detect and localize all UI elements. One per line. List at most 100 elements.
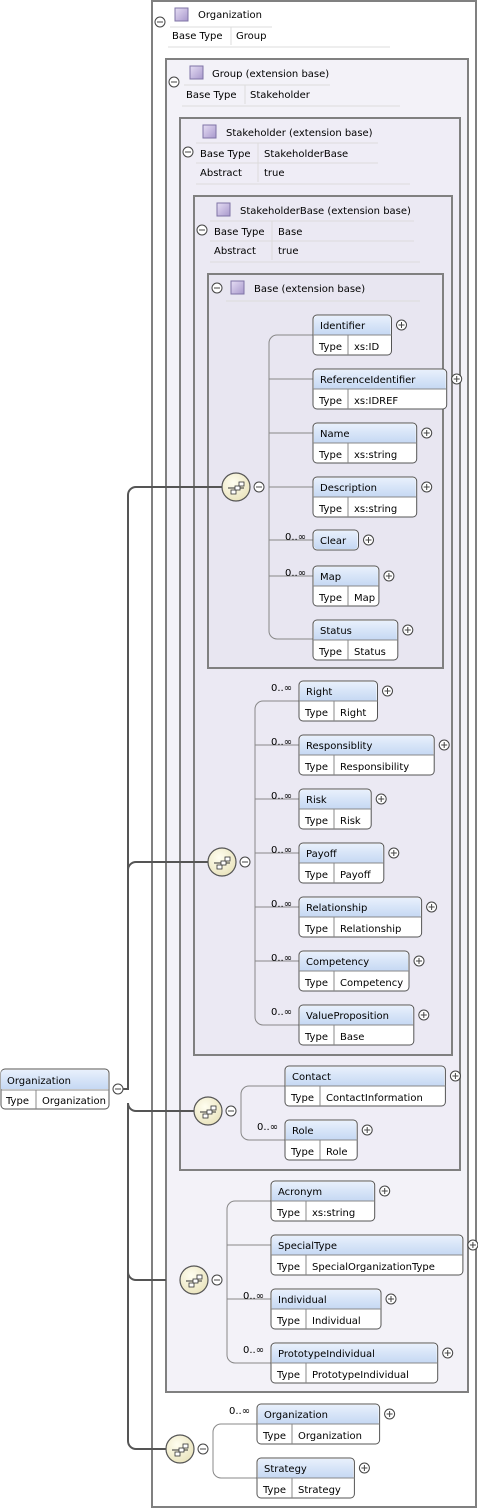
root-element-name: Organization xyxy=(7,1076,71,1087)
type-value: PrototypeIndividual xyxy=(312,1370,409,1381)
type-value: Organization xyxy=(298,1431,362,1442)
element-name: Strategy xyxy=(264,1464,307,1475)
type-label: Type xyxy=(276,1262,300,1273)
element-name[interactable]: Type xs:string Name xyxy=(312,422,433,464)
type-value: ContactInformation xyxy=(326,1093,423,1104)
type-value: xs:string xyxy=(354,504,397,515)
type-label: Type xyxy=(262,1431,286,1442)
sequence-compositor-group[interactable] xyxy=(179,1265,223,1295)
element-name: Right xyxy=(306,687,332,698)
type-value: xs:IDREF xyxy=(354,396,398,407)
occurrence-label: 0..∞ xyxy=(243,1345,264,1356)
sequence-compositor-stakeholder[interactable] xyxy=(193,1096,237,1126)
element-name: ReferenceIdentifier xyxy=(320,375,416,386)
occurrence-label: 0..∞ xyxy=(271,737,292,748)
element-name: SpecialType xyxy=(278,1241,337,1252)
element-name: PrototypeIndividual xyxy=(278,1349,375,1360)
base-frame-header: Base (extension base) xyxy=(211,280,420,302)
type-value: Map xyxy=(354,593,375,604)
sequence-compositor-base[interactable] xyxy=(221,472,265,502)
occurrence-label: 0..∞ xyxy=(271,791,292,802)
element-name: Identifier xyxy=(320,321,366,332)
base-type-value: Group xyxy=(236,31,266,42)
occurrence-label: 0..∞ xyxy=(271,899,292,910)
abstract-value: true xyxy=(278,246,299,257)
element-name: Relationship xyxy=(306,903,367,914)
stakeholder-frame-header: Stakeholder (extension base) Base Type S… xyxy=(182,124,410,185)
type-label: Type xyxy=(304,978,328,989)
base-type-label: Base Type xyxy=(200,149,251,160)
occurrence-label: 0..∞ xyxy=(271,953,292,964)
element-name: Responsiblity xyxy=(306,741,372,752)
element-name: ValueProposition xyxy=(306,1011,389,1022)
type-value: xs:ID xyxy=(354,342,379,353)
type-value: Responsibility xyxy=(340,762,409,773)
occurrence-label: 0..∞ xyxy=(271,683,292,694)
type-label: Type xyxy=(318,396,342,407)
element-name: Name xyxy=(320,429,350,440)
type-value: Risk xyxy=(340,816,361,827)
connector-line xyxy=(123,486,222,1090)
occurrence-label: 0..∞ xyxy=(243,1291,264,1302)
root-element-organization[interactable]: Organization Type Organization xyxy=(0,1068,124,1110)
element-name: Competency xyxy=(306,957,369,968)
type-value: xs:string xyxy=(354,450,397,461)
base-type-label: Base Type xyxy=(186,90,237,101)
type-label: Type xyxy=(318,647,342,658)
group-name: Group (extension base) xyxy=(212,69,329,80)
element-name: Organization xyxy=(264,1410,328,1421)
type-label: Type xyxy=(290,1147,314,1158)
occurrence-label: 0..∞ xyxy=(229,1406,250,1417)
type-label: Type xyxy=(304,708,328,719)
type-value: SpecialOrganizationType xyxy=(312,1262,435,1273)
element-name: Risk xyxy=(306,795,327,806)
base-type-label: Base Type xyxy=(214,227,265,238)
complex-type-name: Organization xyxy=(198,10,262,21)
type-label: Type xyxy=(304,762,328,773)
type-label: Type xyxy=(318,450,342,461)
element-name: Description xyxy=(320,483,377,494)
occurrence-label: 0..∞ xyxy=(271,845,292,856)
base-type-value: Base xyxy=(278,227,302,238)
element-referenceidentifier[interactable]: Type xs:IDREF ReferenceIdentifier xyxy=(312,368,463,410)
type-label: Type xyxy=(318,504,342,515)
stakeholder-name: Stakeholder (extension base) xyxy=(226,128,373,139)
root-type-value: Organization xyxy=(42,1096,106,1107)
element-responsiblity[interactable]: Type Responsibility Responsiblity 0..∞ xyxy=(271,734,450,776)
type-label: Type xyxy=(304,816,328,827)
occurrence-label: 0..∞ xyxy=(285,568,306,579)
connector-line xyxy=(127,861,208,871)
type-value: Base xyxy=(340,1032,364,1043)
type-label: Type xyxy=(276,1370,300,1381)
base-name: Base (extension base) xyxy=(254,284,365,295)
root-type-label: Type xyxy=(5,1096,29,1107)
type-label: Type xyxy=(276,1208,300,1219)
abstract-label: Abstract xyxy=(200,168,242,179)
stakeholderbase-frame-header: StakeholderBase (extension base) Base Ty… xyxy=(196,202,420,263)
element-name: Map xyxy=(320,572,341,583)
sequence-compositor-stakeholderbase[interactable] xyxy=(207,847,251,877)
occurrence-label: 0..∞ xyxy=(257,1122,278,1133)
element-description[interactable]: Type xs:string Description xyxy=(312,476,433,518)
type-value: Right xyxy=(340,708,366,719)
abstract-value: true xyxy=(264,168,285,179)
element-specialtype[interactable]: Type SpecialOrganizationType SpecialType xyxy=(270,1234,478,1276)
sequence-compositor-organization[interactable] xyxy=(165,1434,209,1464)
